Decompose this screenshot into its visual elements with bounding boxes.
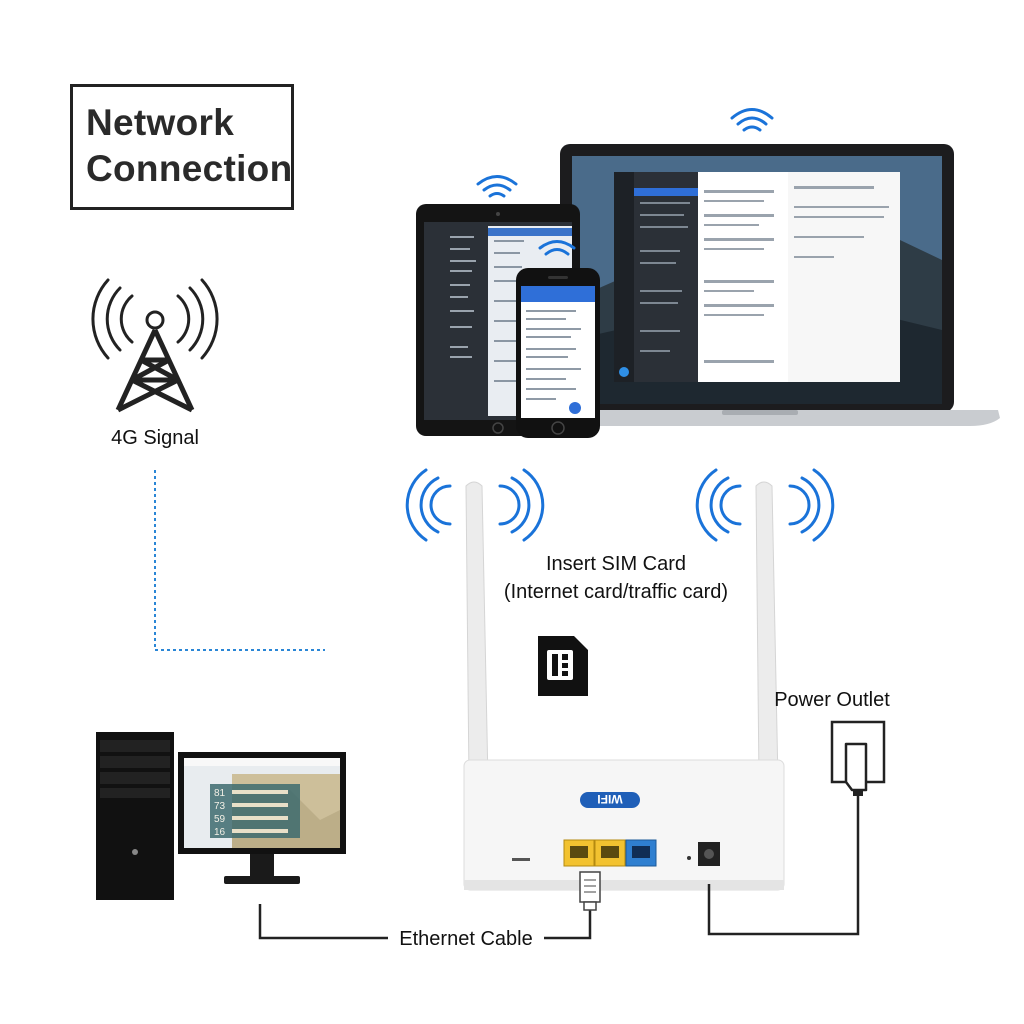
wifi-waves-icon (476, 108, 774, 256)
monitor-reading-3: 59 (214, 814, 226, 825)
svg-text:WIFI: WIFI (597, 792, 622, 806)
smartphone (516, 268, 600, 438)
sim-slot (512, 858, 530, 861)
power-outlet-icon (830, 720, 886, 796)
title-line-2: Connection (86, 148, 293, 189)
monitor-reading-2: 73 (214, 801, 226, 812)
monitor: 81 73 59 16 (178, 752, 346, 884)
ethernet-cable-label: Ethernet Cable (399, 928, 532, 950)
antenna-signal-icon (405, 468, 835, 542)
monitor-reading-4: 16 (214, 827, 226, 838)
router: WIFI (405, 468, 835, 891)
signal-label: 4G Signal (111, 427, 199, 449)
router-logo: WIFI (580, 792, 640, 808)
ethernet-cable-right (544, 906, 592, 940)
power-cable (707, 796, 860, 936)
ethernet-plug-icon (579, 871, 601, 911)
monitor-reading-1: 81 (214, 788, 226, 799)
sim-label-line-2: (Internet card/traffic card) (504, 581, 728, 603)
desktop-tower (96, 732, 174, 900)
power-outlet-label: Power Outlet (774, 689, 890, 711)
signal-link-line (154, 470, 325, 651)
laptop (520, 144, 1000, 426)
cell-tower-icon (91, 278, 219, 413)
sim-card-icon (538, 636, 588, 696)
title-line-1: Network (86, 102, 235, 143)
ethernet-cable-left (258, 904, 388, 940)
lan-port-1 (563, 839, 595, 867)
page-title: Network Connection (86, 100, 292, 192)
sim-label-line-1: Insert SIM Card (546, 553, 686, 575)
title-frame (70, 84, 294, 210)
reset-hole (687, 856, 691, 860)
